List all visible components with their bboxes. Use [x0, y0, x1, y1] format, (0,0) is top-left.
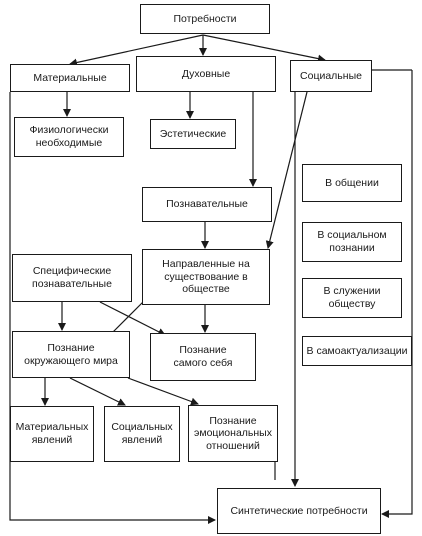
node-in-self-actualization: В самоактуализации [302, 336, 412, 366]
arrow-world-to-emotional [127, 377, 199, 406]
line-left-loop [9, 92, 216, 524]
line-right-loop [381, 70, 413, 518]
node-in-serving-society: В служении обществу [302, 278, 402, 318]
node-aesthetic: Эстетические [150, 119, 236, 149]
arrow-specific-to-self [99, 301, 166, 336]
arrow-world-to-social [69, 377, 126, 406]
node-spiritual: Духовные [136, 56, 276, 92]
arrow-root-to-social [202, 34, 326, 63]
node-material: Материальные [10, 64, 130, 92]
node-social: Социальные [290, 60, 372, 92]
node-knowing-world: Познание окружающего мира [12, 331, 130, 378]
node-knowing-self: Познание самого себя [150, 333, 256, 381]
node-specific-cognitive: Специфические познавательные [12, 254, 132, 302]
node-cognitive: Познавательные [142, 187, 272, 222]
node-synthetic: Синтетические потребности [217, 488, 381, 534]
node-social-phenomena: Социальных явлений [104, 406, 180, 462]
line-existence-to-world [109, 299, 146, 336]
node-in-social-cognition: В социальном познании [302, 222, 402, 262]
node-emotional-relations: Познание эмоциональных отношений [188, 405, 278, 462]
node-existence-in-society: Направленные на существование в обществе [142, 249, 270, 305]
arrow-root-to-material [69, 34, 204, 67]
node-material-phenomena: Материальных явлений [10, 406, 94, 462]
node-root: Потребности [140, 4, 270, 34]
arrow-social-to-existence [265, 91, 308, 249]
node-physiological: Физиологически необходимые [14, 117, 124, 157]
node-in-communication: В общении [302, 164, 402, 202]
